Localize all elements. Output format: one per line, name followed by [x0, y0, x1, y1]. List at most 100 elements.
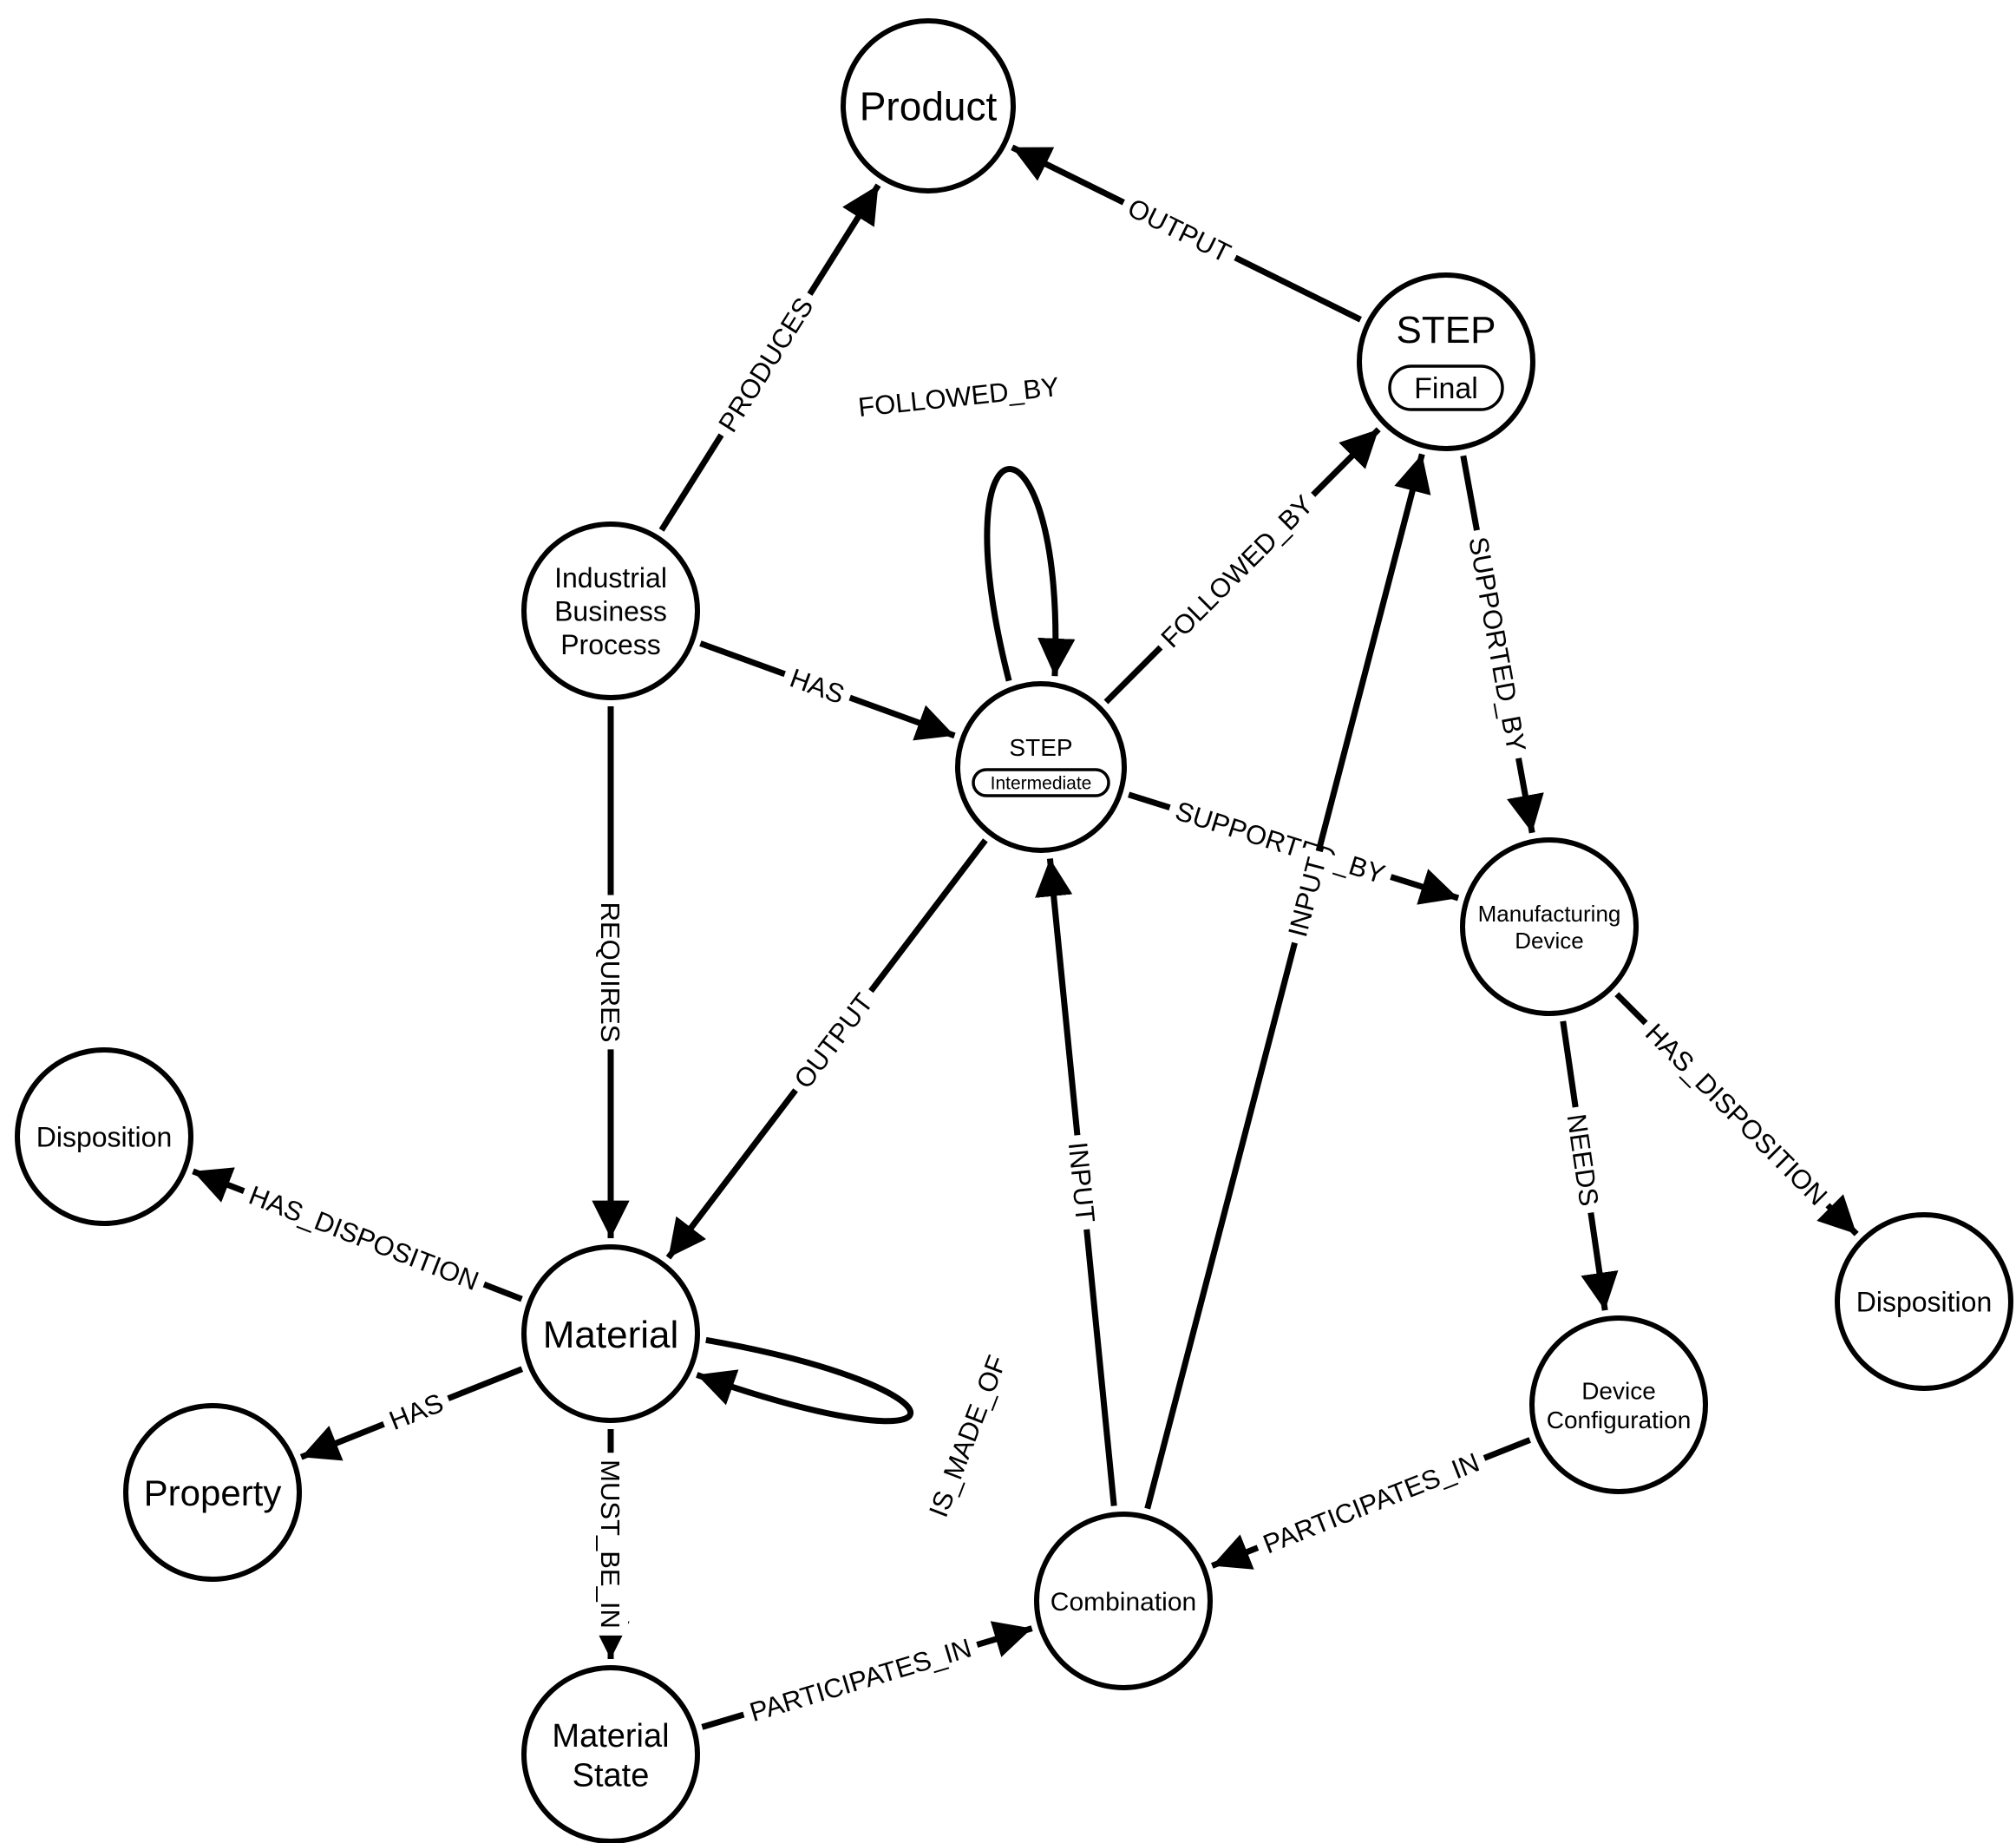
node-step-inter[interactable]: STEP Intermediate	[955, 681, 1127, 853]
node-circle	[1357, 272, 1535, 451]
node-label: Disposition	[36, 1122, 173, 1153]
node-tag-pill	[972, 768, 1110, 797]
edge-label: PARTICIPATES_IN	[746, 1633, 975, 1728]
edge-has: HAS	[699, 640, 956, 741]
node-label: Material	[552, 1718, 669, 1754]
edge-line	[984, 466, 1076, 682]
node-label: Product	[860, 84, 998, 129]
edge-label: HAS_DISPOSITION	[245, 1180, 482, 1296]
edge-label-background	[1252, 1442, 1490, 1564]
edge-line	[696, 1336, 914, 1425]
node-circle	[1034, 1512, 1213, 1690]
edge-label: MUST_BE_IN	[595, 1459, 625, 1629]
edge-label-background	[1633, 1012, 1839, 1217]
edge-needs: NEEDS	[1556, 1020, 1619, 1311]
node-label: STEP	[1009, 734, 1072, 761]
node-material[interactable]: Material	[521, 1244, 700, 1423]
edge-label-background	[782, 981, 885, 1101]
node-circle	[955, 681, 1127, 853]
edge-produces: PRODUCES	[658, 183, 881, 532]
edge-label-background	[779, 659, 855, 715]
edge-participates-in: PARTICIPATES_IN	[1211, 1437, 1531, 1570]
node-circle	[521, 521, 700, 700]
edge-label-group: HAS	[378, 1383, 455, 1441]
node-label: Configuration	[1547, 1407, 1692, 1433]
node-label: State	[573, 1758, 650, 1794]
edge-has-disposition: HAS_DISPOSITION	[192, 1167, 523, 1302]
edge-label-group: NEEDS	[1556, 1105, 1608, 1216]
node-circle	[1460, 837, 1639, 1016]
edge-supported-by: SUPPORTED_BY	[1458, 455, 1544, 834]
edge-must-be-in: MUST_BE_IN	[592, 1429, 630, 1659]
node-label: Property	[144, 1472, 282, 1513]
node-property[interactable]: Property	[123, 1403, 302, 1582]
node-combination[interactable]: Combination	[1034, 1512, 1213, 1690]
edge-label-background	[378, 1383, 455, 1441]
node-circle	[841, 18, 1016, 193]
edge-label-background	[238, 1176, 489, 1302]
edge-label: NEEDS	[1561, 1112, 1605, 1209]
edge-label: OUTPUT	[788, 987, 879, 1094]
edge-label-group: FOLLOWED_BY	[1149, 483, 1325, 659]
node-label: Business	[554, 596, 667, 627]
edge-label-background	[849, 368, 1068, 427]
node-label: STEP	[1397, 309, 1496, 351]
edge-label: PRODUCES	[712, 292, 819, 437]
edge-label-group: PARTICIPATES_IN	[1252, 1442, 1490, 1564]
node-label: Disposition	[1856, 1287, 1993, 1318]
edge-label: HAS_DISPOSITION	[1640, 1018, 1833, 1211]
edge-label-background	[919, 1344, 1018, 1528]
edge-is-made-of: IS_MADE_OF	[696, 1336, 1018, 1528]
edge-label: IS_MADE_OF	[923, 1351, 1012, 1521]
edge-label-background	[739, 1629, 982, 1733]
edge-label-group: INPUT	[1058, 1133, 1104, 1231]
edge-label-group: OUTPUT	[1116, 187, 1242, 274]
node-circle	[15, 1047, 193, 1226]
edge-label-group: PRODUCES	[708, 285, 825, 444]
edge-label-background	[1556, 1105, 1608, 1216]
node-label: Device	[1515, 928, 1583, 954]
node-circle	[521, 1665, 700, 1843]
node-circle	[123, 1403, 302, 1582]
edge-label-group: SUPPORTED_BY	[1458, 528, 1535, 762]
node-label: Process	[560, 629, 661, 660]
edge-label-background	[1458, 528, 1535, 762]
node-circle	[1835, 1212, 2013, 1391]
node-circle	[1529, 1315, 1708, 1494]
node-label: Manufacturing	[1478, 901, 1621, 927]
edge-label-group: FOLLOWED_BY	[849, 368, 1068, 427]
edge-label: REQUIRES	[595, 902, 625, 1043]
node-tag-label: Intermediate	[991, 774, 1092, 794]
edge-label-background	[708, 285, 825, 444]
edge-label-background	[592, 1453, 628, 1636]
edge-label-group: HAS_DISPOSITION	[1633, 1012, 1839, 1217]
edge-label: SUPPORTED_BY	[1172, 796, 1389, 890]
edge-participates-in: PARTICIPATES_IN	[701, 1621, 1033, 1733]
edge-label: FOLLOWED_BY	[1155, 489, 1319, 653]
edge-label-group: REQUIRES	[592, 895, 628, 1050]
node-disp-right[interactable]: Disposition	[1835, 1212, 2013, 1391]
edge-label-group: SUPPORTED_BY	[1164, 791, 1396, 895]
edge-label-background	[1116, 187, 1242, 274]
edge-label-background	[592, 895, 628, 1050]
node-label: Device	[1581, 1377, 1656, 1404]
edge-label-group: PARTICIPATES_IN	[739, 1629, 982, 1733]
edge-label-background	[1058, 1133, 1104, 1231]
edge-label-background	[1149, 483, 1325, 659]
edge-label-group: HAS	[779, 659, 855, 715]
edge-label: PARTICIPATES_IN	[1259, 1446, 1483, 1559]
edge-line	[1144, 453, 1431, 1510]
edge-output: OUTPUT	[1011, 144, 1362, 323]
edge-label-group: IS_MADE_OF	[919, 1344, 1018, 1528]
node-product[interactable]: Product	[841, 18, 1016, 193]
node-disp-left[interactable]: Disposition	[15, 1047, 193, 1226]
node-label: Industrial	[554, 562, 667, 594]
edge-label-background	[1279, 847, 1337, 948]
edge-followed-by: FOLLOWED_BY	[1103, 427, 1381, 705]
